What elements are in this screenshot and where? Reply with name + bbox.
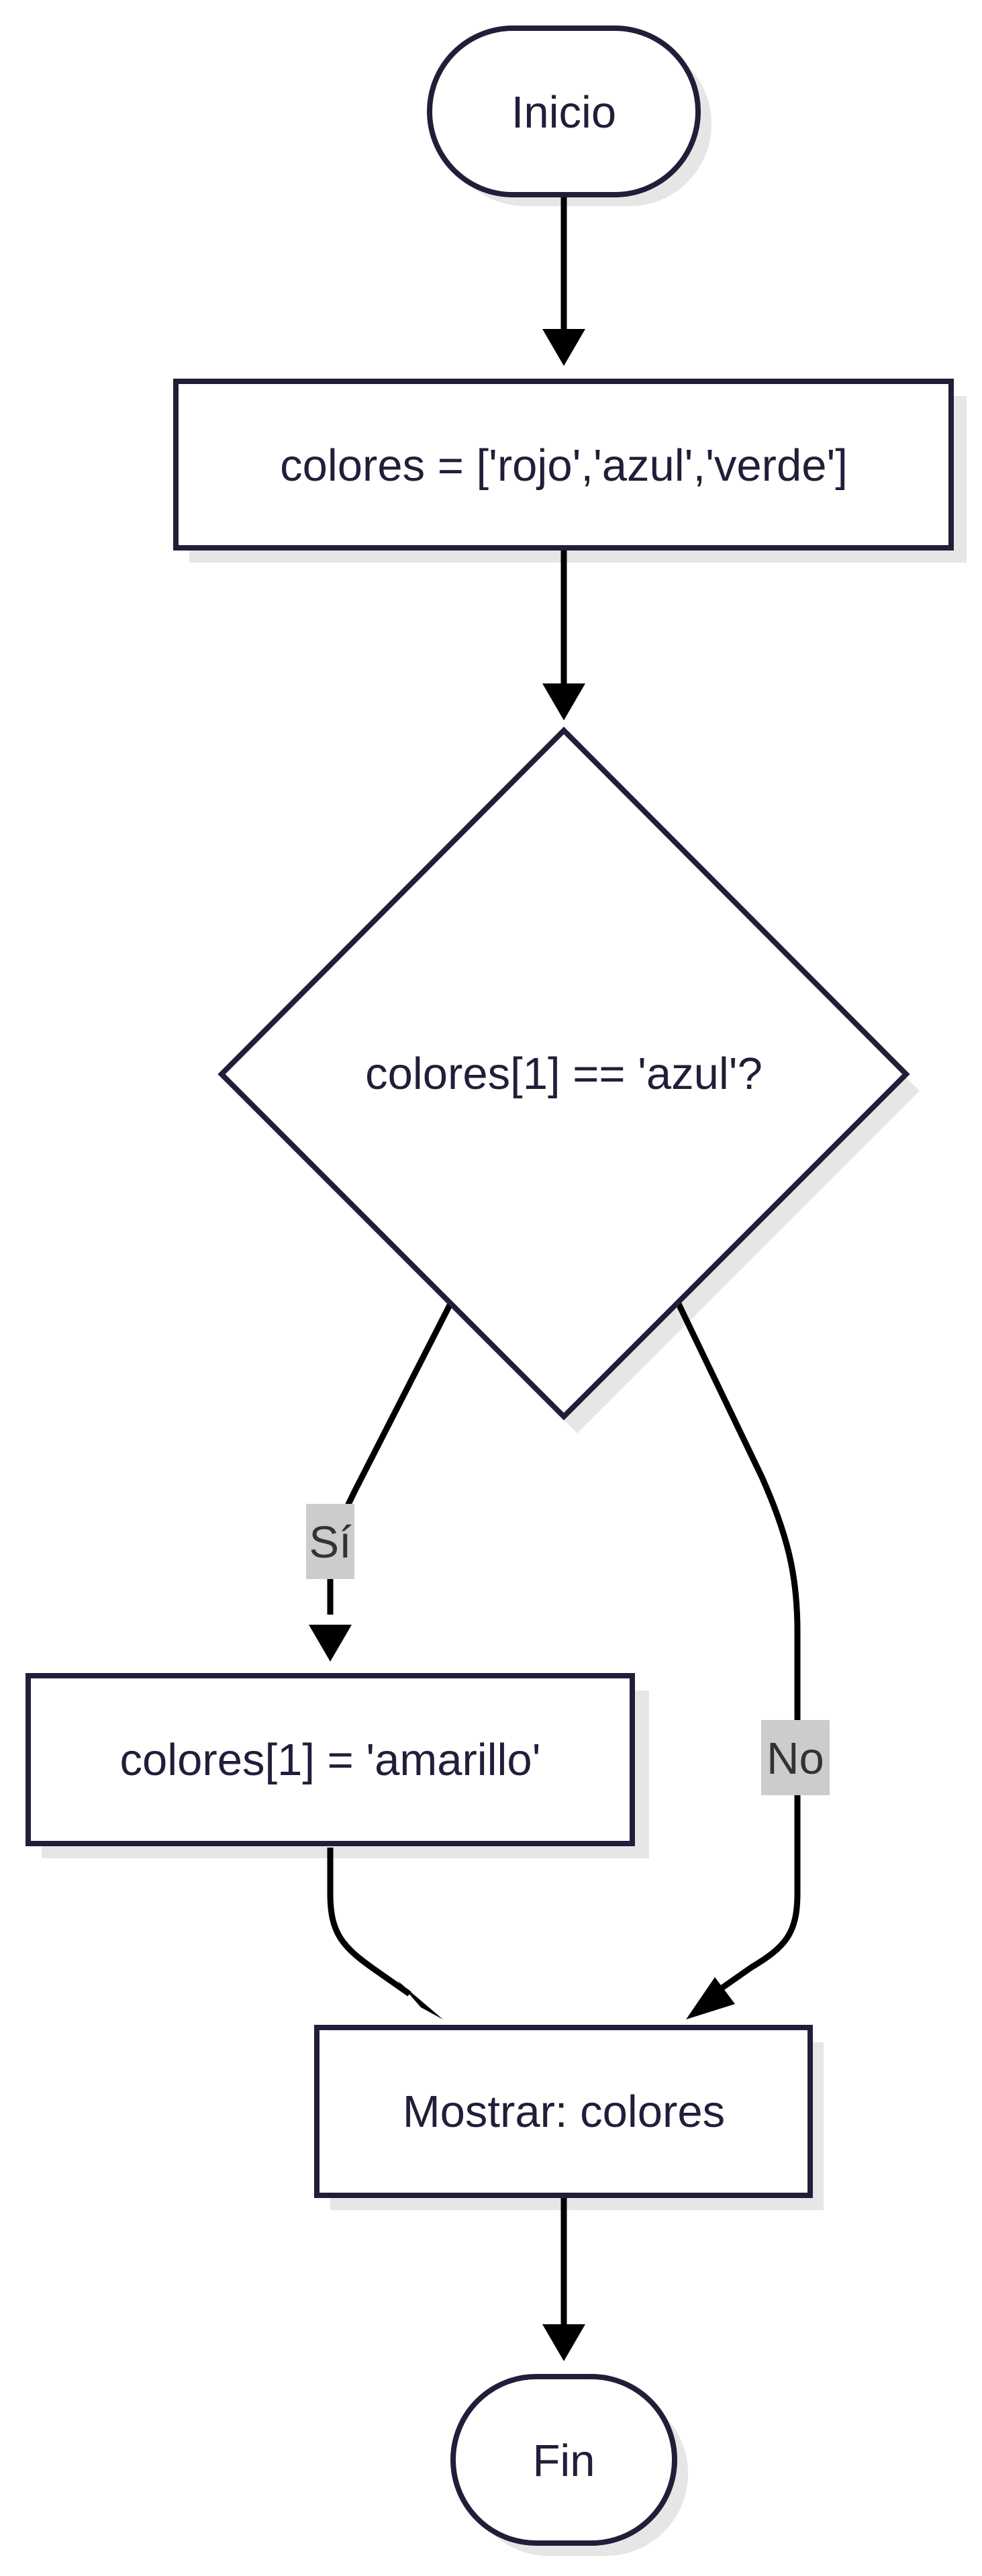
edge-label-yes: Sí bbox=[306, 1504, 354, 1579]
output-node bbox=[314, 2025, 813, 2198]
output-label: Mostrar: colores bbox=[403, 2087, 725, 2137]
edge-label-yes-text: Sí bbox=[309, 1517, 352, 1568]
arrowhead-decision bbox=[542, 683, 585, 720]
start-node bbox=[427, 26, 701, 197]
decision-label: colores[1] == 'azul'? bbox=[365, 1049, 763, 1099]
edge-label-no: No bbox=[761, 1720, 830, 1795]
update-node bbox=[26, 1673, 635, 1846]
arrowhead-output-left bbox=[397, 1981, 443, 2019]
arrowhead-update bbox=[309, 1625, 352, 1662]
arrowhead-assign bbox=[542, 329, 585, 366]
edge-decision-output bbox=[675, 1301, 801, 1993]
end-node bbox=[450, 2374, 677, 2546]
edge-update-output bbox=[327, 1848, 411, 1997]
end-label: Fin bbox=[532, 2436, 595, 2486]
update-label: colores[1] = 'amarillo' bbox=[120, 1735, 541, 1785]
decision-node bbox=[217, 726, 910, 1421]
assign-node bbox=[173, 379, 954, 551]
arrowheads bbox=[309, 329, 735, 2361]
assign-label: colores = ['rojo','azul','verde'] bbox=[280, 440, 848, 491]
arrowhead-output-right bbox=[686, 1977, 735, 2019]
edge-label-no-text: No bbox=[767, 1733, 824, 1784]
arrowhead-end bbox=[542, 2324, 585, 2361]
start-label: Inicio bbox=[511, 87, 616, 138]
